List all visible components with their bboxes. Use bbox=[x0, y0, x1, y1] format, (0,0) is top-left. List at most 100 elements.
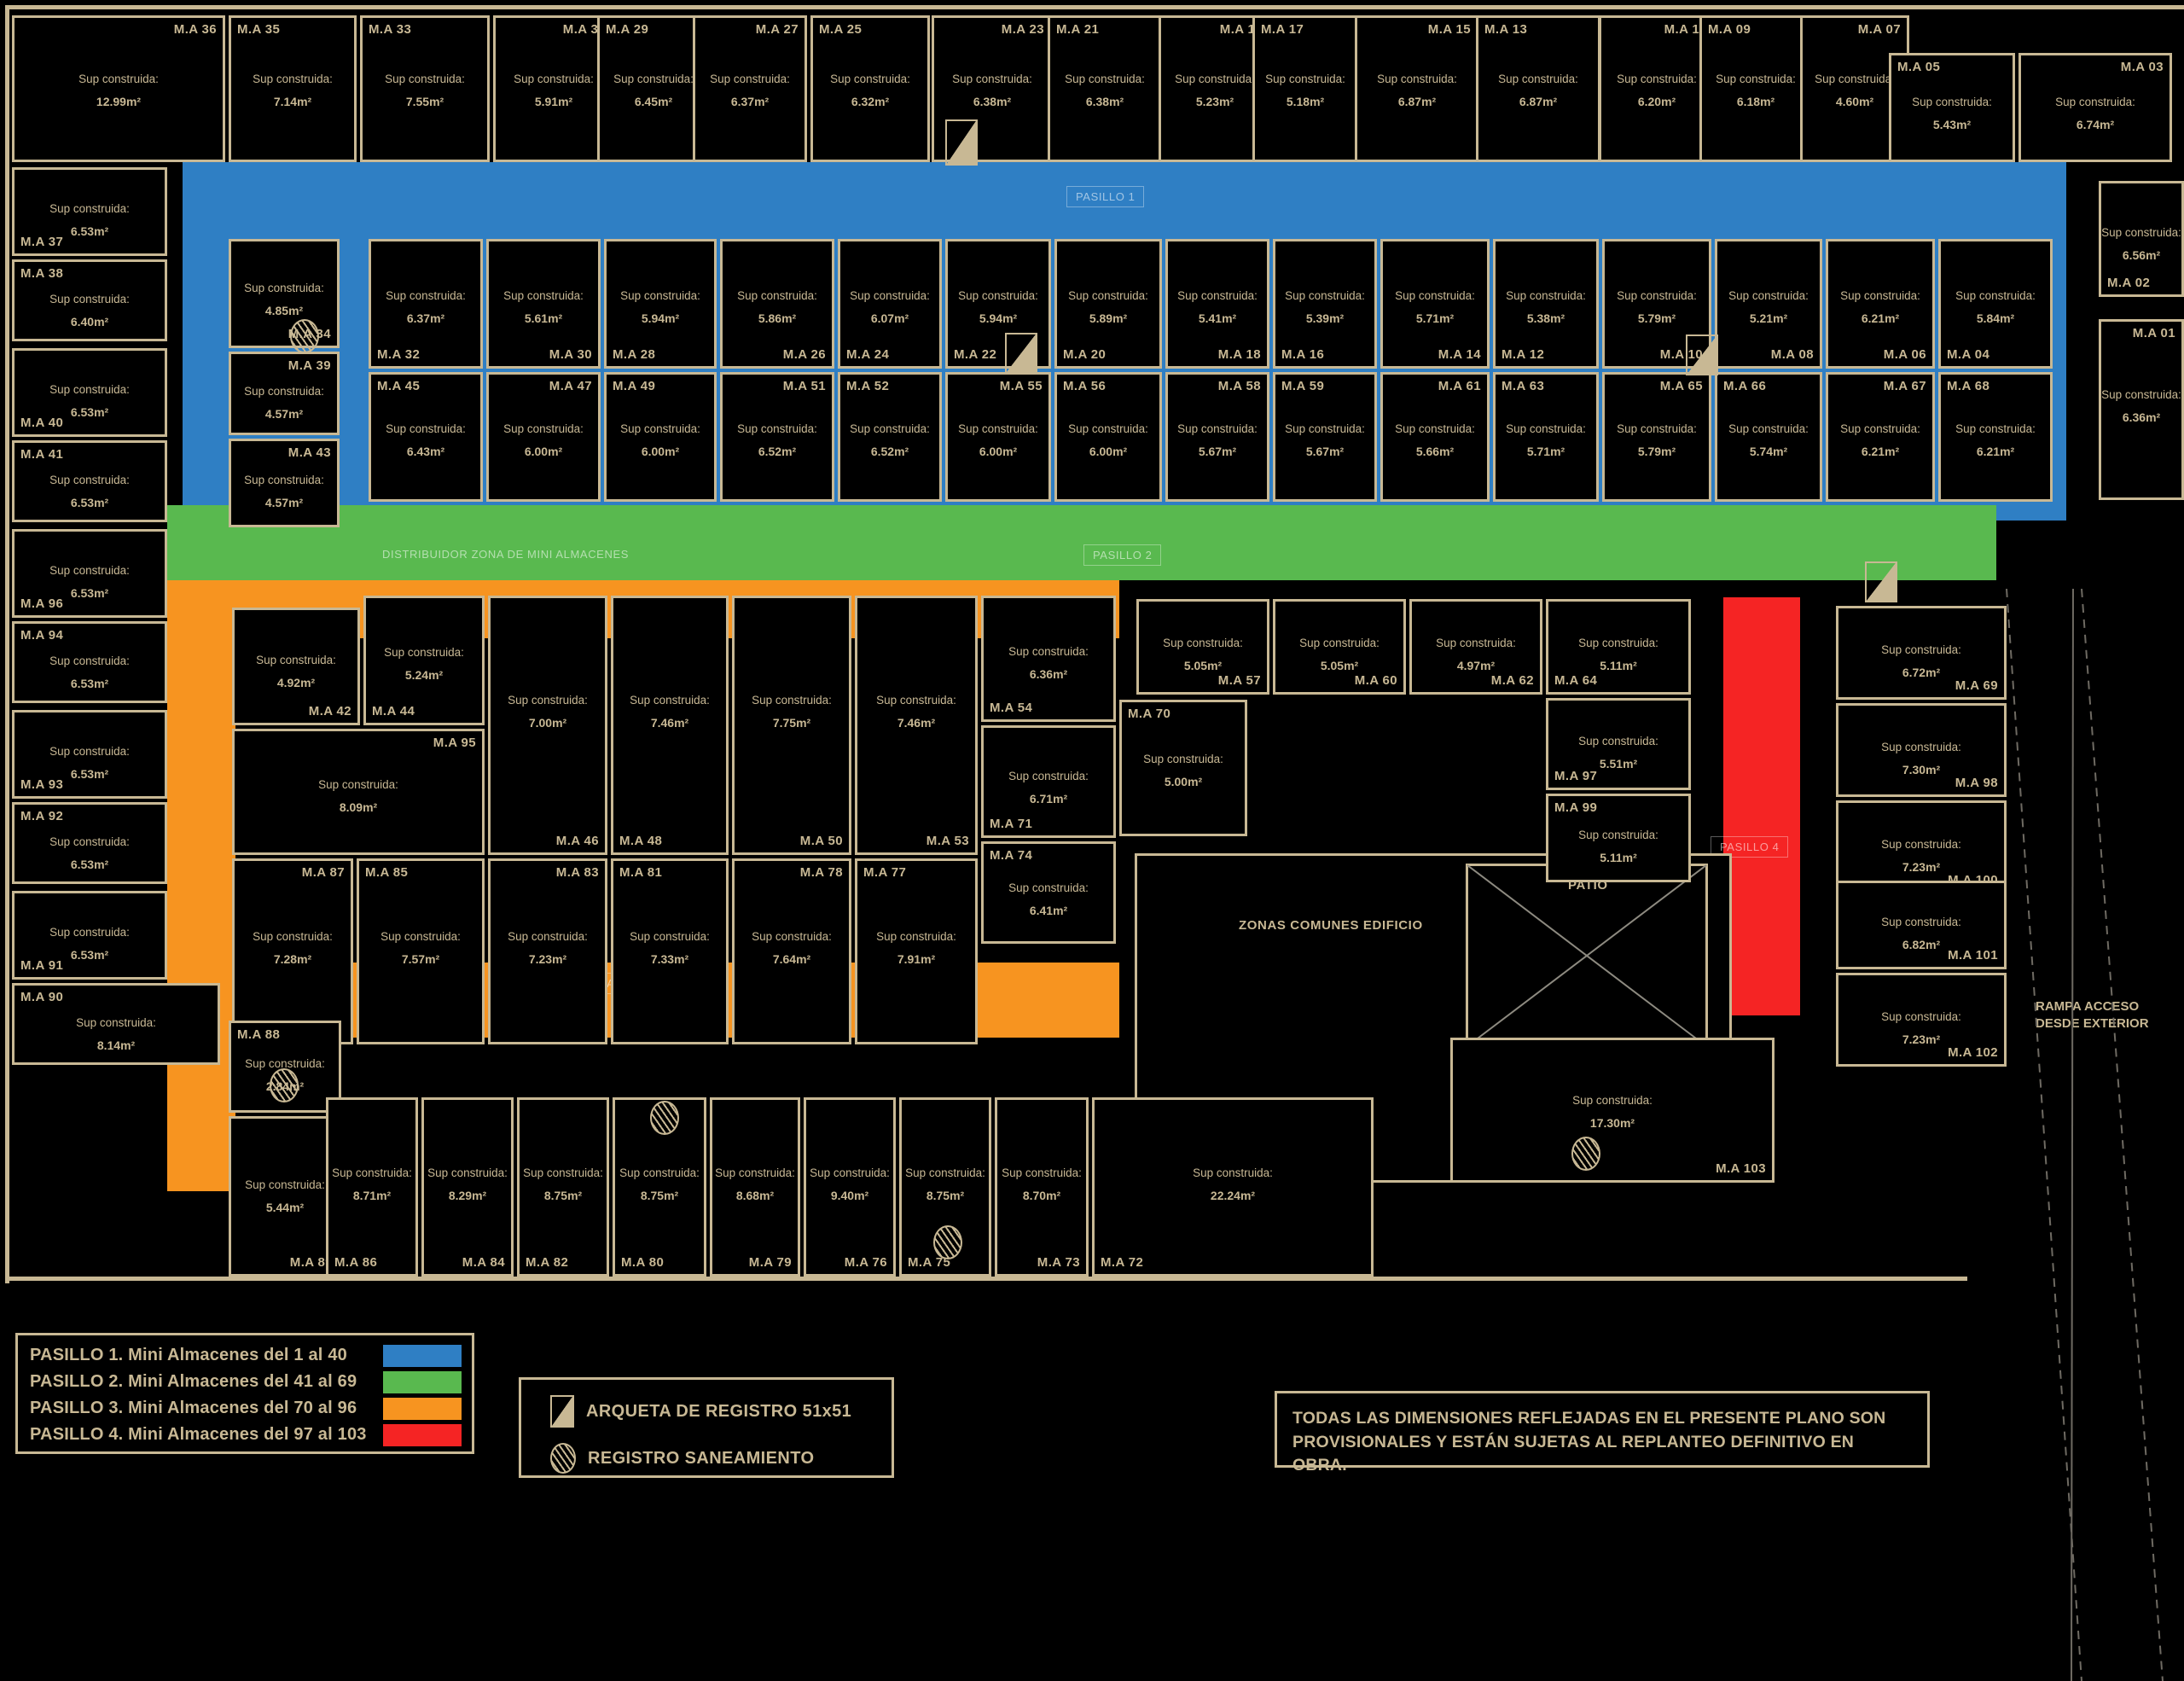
corridor-pasillo-3-left[interactable] bbox=[167, 580, 235, 1191]
corridor-pasillo-4[interactable] bbox=[1723, 597, 1800, 1015]
legend-row[interactable]: PASILLO 2. Mini Almacenes del 41 al 69 bbox=[30, 1369, 472, 1395]
legend-row[interactable]: PASILLO 1. Mini Almacenes del 1 al 40 bbox=[30, 1342, 472, 1369]
legend-row[interactable]: PASILLO 3. Mini Almacenes del 70 al 96 bbox=[30, 1395, 472, 1422]
legend-row[interactable]: PASILLO 4. Mini Almacenes del 97 al 103 bbox=[30, 1422, 472, 1448]
corridor-pasillo-2[interactable] bbox=[167, 505, 1996, 580]
